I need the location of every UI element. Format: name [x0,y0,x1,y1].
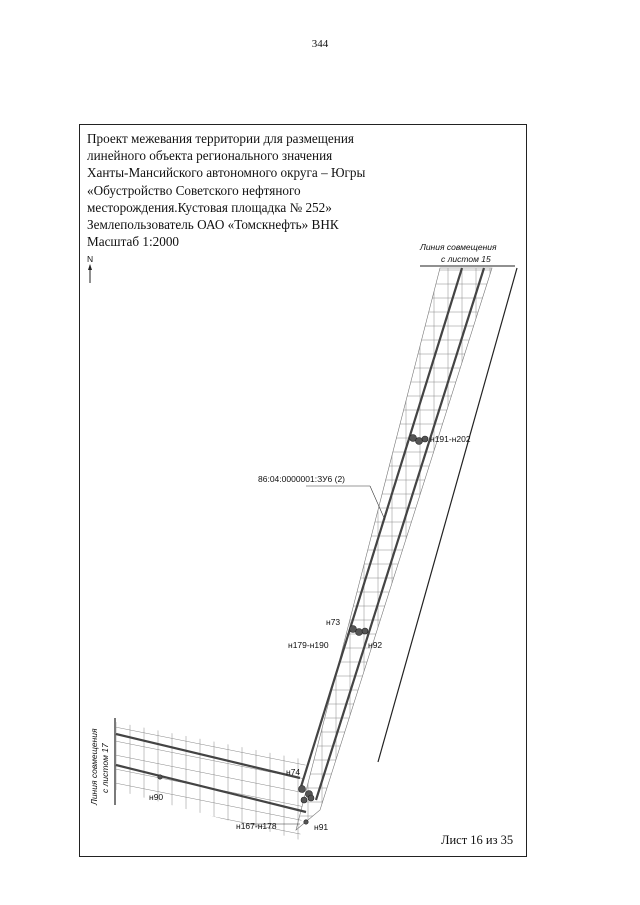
parcel-label: 86:04:0000001:ЗУ6 (2) [258,474,345,484]
point-markers [157,434,429,825]
point-label-n91: н91 [314,822,328,832]
title-line: линейного объекта регионального значения [87,148,333,164]
boundary-line [377,267,518,763]
scale-label: Масштаб 1:2000 [87,234,180,250]
title-line: «Обустройство Советского нефтяного [87,182,301,198]
point-label-n92: н92 [368,640,382,650]
sheet-label: Лист 16 из 35 [441,833,514,847]
point-label-n167-n178: н167-н178 [236,821,277,831]
point-label-n179-n190: н179-н190 [288,640,329,650]
point-label-n74: н74 [286,767,300,777]
point-label-n73: н73 [326,617,340,627]
title-line: Проект межевания территории для размещен… [87,131,354,146]
title-line: Землепользователь ОАО «Томскнефть» ВНК [87,217,339,233]
leader-lines [246,485,386,825]
map-frame [79,124,527,857]
corridor-grid-lower [116,722,306,840]
svg-text:N: N [87,254,93,264]
junction-top-line1: Линия совмещения [419,242,497,252]
title-line: месторождения.Кустовая площадка № 252» [87,199,332,215]
junction-left-label: Линия совмещения с листом 17 [89,728,110,806]
title-line: Ханты-Мансийского автономного округа – Ю… [87,165,366,181]
point-label-n90: н90 [149,792,163,802]
pipeline-lines [115,267,486,814]
junction-top-line2: с листом 15 [441,254,491,264]
svg-text:Линия совмещения: Линия совмещения [89,728,99,806]
page-number: 344 [311,38,329,50]
point-label-n191-n202: н191-н202 [430,434,471,444]
north-arrow-icon: N [87,254,93,283]
svg-text:с листом 17: с листом 17 [100,743,110,793]
map-title: Проект межевания территории для размещен… [87,130,427,250]
